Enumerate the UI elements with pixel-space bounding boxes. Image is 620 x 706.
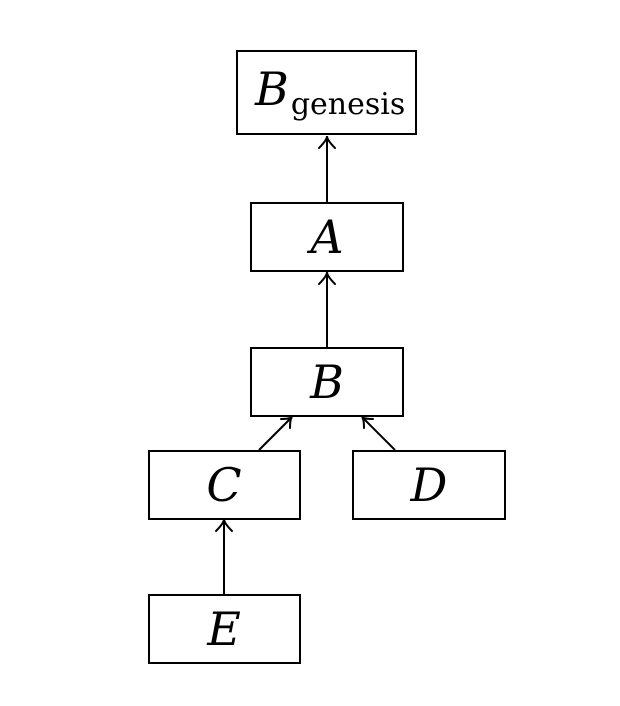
node-d: D [352, 450, 506, 520]
edge-c-to-b [258, 416, 293, 451]
node-genesis-subscript: genesis [291, 87, 405, 122]
node-a-label: A [306, 210, 343, 264]
node-c: C [148, 450, 301, 520]
svg-text:Bgenesis: Bgenesis [254, 62, 405, 122]
node-d-label: D [410, 458, 448, 512]
edge-b-to-a [318, 271, 336, 348]
node-genesis-label: B [254, 62, 289, 116]
edge-a-to-genesis [318, 135, 336, 203]
edge-e-to-c [215, 518, 233, 595]
node-a: A [250, 202, 404, 272]
node-b-label: B [309, 355, 344, 409]
node-genesis: Bgenesis [236, 50, 417, 135]
node-e-label: E [206, 602, 241, 656]
edge-d-to-b [361, 416, 396, 451]
node-b: B [250, 347, 404, 417]
node-e: E [148, 594, 301, 664]
node-c-label: C [206, 458, 241, 512]
